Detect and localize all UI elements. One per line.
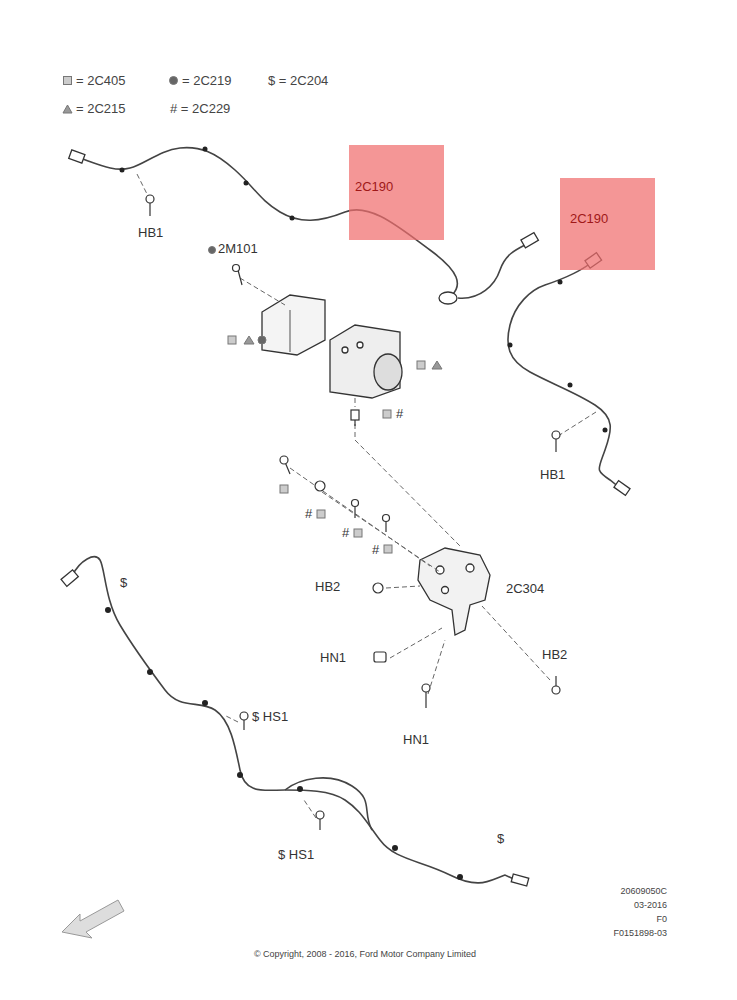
legend-swatch bbox=[168, 75, 179, 86]
front-arrow bbox=[62, 900, 124, 938]
footer-note: © Copyright, 2008 - 2016, Ford Motor Com… bbox=[254, 950, 476, 960]
part-callout: HB1 bbox=[540, 468, 565, 482]
part-callout: # bbox=[396, 407, 403, 421]
connector bbox=[69, 150, 85, 163]
part-callout: $ HS1 bbox=[252, 710, 288, 724]
part-callout: # bbox=[372, 543, 379, 557]
legend-swatch bbox=[62, 75, 73, 86]
legend-text: $ = 2C204 bbox=[268, 73, 328, 88]
legend-entry: # = 2C229 bbox=[170, 101, 230, 116]
legend-text: = 2C219 bbox=[182, 73, 232, 88]
sensor bbox=[614, 481, 630, 496]
legend-text: = 2C215 bbox=[76, 101, 126, 116]
pump-motor bbox=[374, 354, 402, 390]
rear-harness bbox=[285, 778, 372, 830]
footer-note: 20609050C bbox=[620, 887, 667, 897]
connector bbox=[61, 570, 78, 587]
part-number: 2C190 bbox=[355, 179, 444, 194]
part-callout: HB2 bbox=[315, 580, 340, 594]
footer-note: F0151898-03 bbox=[613, 929, 667, 939]
abs-module bbox=[262, 295, 325, 355]
part-number: 2C190 bbox=[570, 211, 655, 226]
part-callout: 2M101 bbox=[218, 242, 258, 256]
part-callout: # bbox=[342, 526, 349, 540]
legend-swatch bbox=[62, 103, 73, 114]
connector bbox=[521, 233, 538, 248]
legend-entry: = 2C215 bbox=[62, 101, 126, 116]
part-callout: HN1 bbox=[403, 733, 429, 747]
part-callout: HN1 bbox=[320, 651, 346, 665]
part-callout: HB1 bbox=[138, 226, 163, 240]
connector bbox=[439, 292, 457, 304]
part-callout: 2C304 bbox=[506, 582, 544, 596]
part-callout: HB2 bbox=[542, 648, 567, 662]
legend-entry: = 2C405 bbox=[62, 73, 126, 88]
highlight-box: 2C190 bbox=[349, 145, 444, 240]
sensor-harness bbox=[458, 245, 525, 298]
part-callout: $ bbox=[120, 576, 127, 590]
sensor bbox=[511, 874, 529, 886]
legend-entry: $ = 2C204 bbox=[268, 73, 328, 88]
legend-entry: = 2C219 bbox=[168, 73, 232, 88]
part-callout: $ HS1 bbox=[278, 848, 314, 862]
highlight-box: 2C190 bbox=[560, 178, 655, 270]
legend-text: # = 2C229 bbox=[170, 101, 230, 116]
part-callout: # bbox=[305, 507, 312, 521]
sensor-harness bbox=[508, 262, 620, 488]
mounting-bracket bbox=[418, 548, 490, 635]
footer-note: 03-2016 bbox=[634, 901, 667, 911]
footer-note: F0 bbox=[656, 915, 667, 925]
legend-text: = 2C405 bbox=[76, 73, 126, 88]
part-callout: $ bbox=[497, 832, 504, 846]
